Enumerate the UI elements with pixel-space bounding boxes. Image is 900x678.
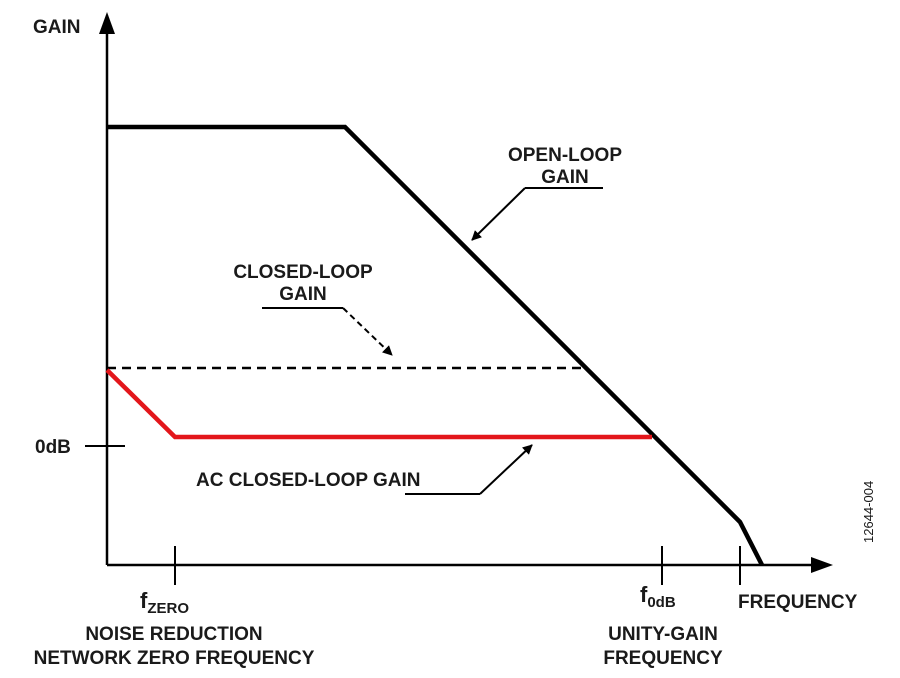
f-zero-caption-line1: NOISE REDUCTION [85,624,262,645]
ac-closed-loop-label: AC CLOSED-LOOP GAIN [196,470,421,491]
open-loop-gain-curve [107,124,765,567]
closed-loop-label-line1: CLOSED-LOOP [233,262,373,283]
figure-id: 12644-004 [861,481,876,543]
open-loop-label-line2: GAIN [541,167,589,188]
f-0db-label: f0dB [640,582,676,611]
f-0db-caption-line2: FREQUENCY [603,648,723,669]
f-zero-caption-line2: NETWORK ZERO FREQUENCY [34,648,315,669]
y-axis-label: GAIN [33,17,81,38]
zero-db-label: 0dB [35,437,71,458]
open-loop-arrow [471,187,526,241]
closed-loop-arrow [342,307,393,356]
ac-closed-loop-gain-curve [105,368,652,440]
f-0db-caption-line1: UNITY-GAIN [608,624,718,645]
y-axis-arrow [99,12,115,34]
x-axis-label: FREQUENCY [738,592,858,613]
f-zero-label: fZERO [140,588,189,617]
closed-loop-label-line2: GAIN [279,284,327,305]
open-loop-label-line1: OPEN-LOOP [508,145,622,166]
ac-closed-loop-arrow [479,444,533,495]
x-axis-arrow [811,557,833,573]
